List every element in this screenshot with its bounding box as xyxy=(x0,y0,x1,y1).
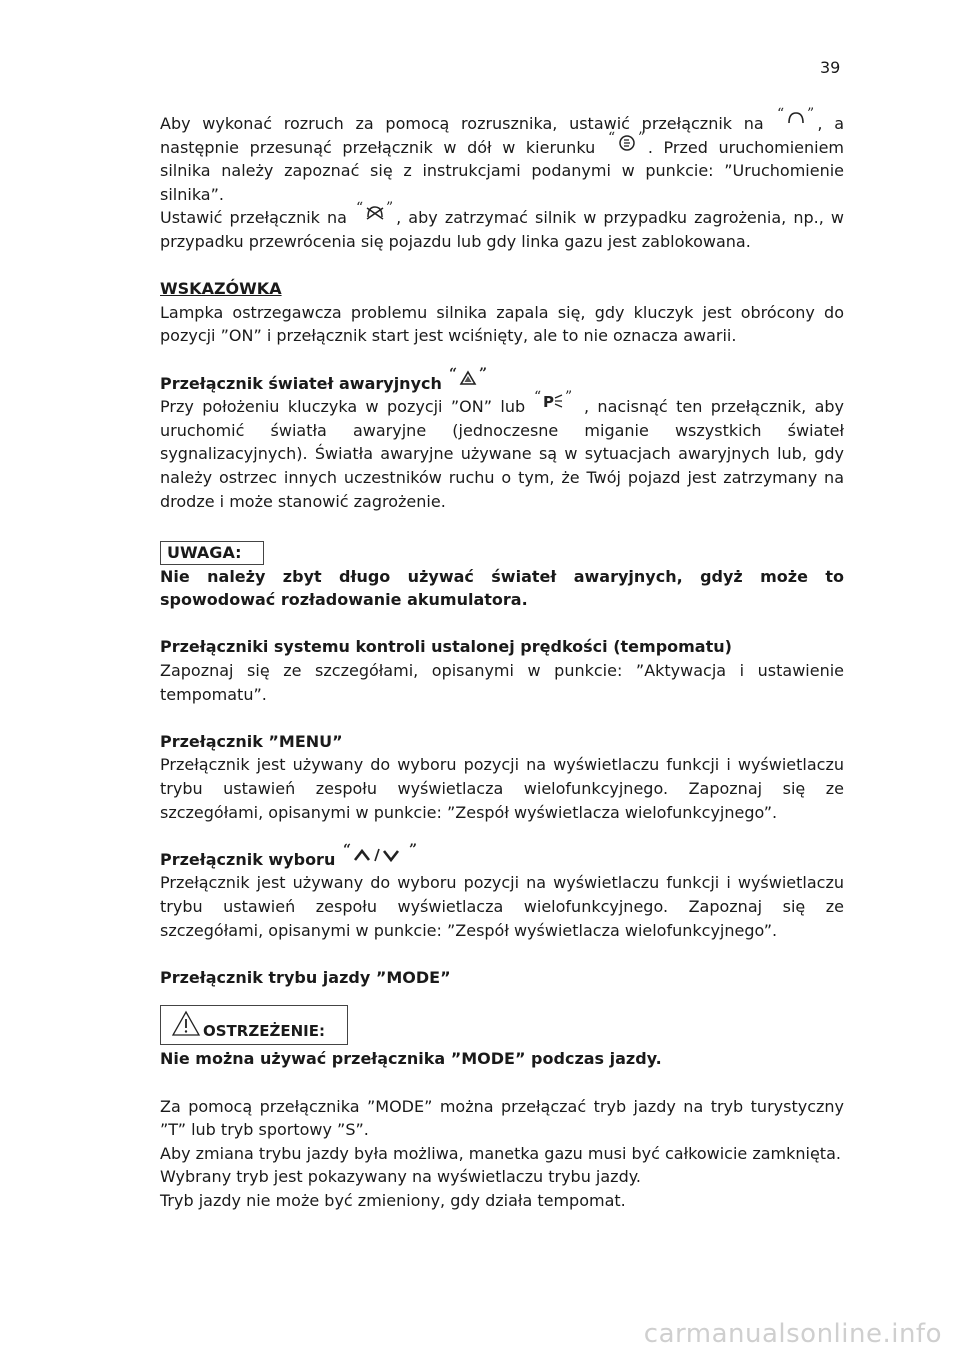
svg-text:”: ” xyxy=(386,201,393,216)
warning-text: Nie można używać przełącznika ”MODE” pod… xyxy=(160,1049,662,1069)
tip-text: Lampka ostrzegawcza problemu silnika zap… xyxy=(160,302,844,346)
mode-heading: Przełącznik trybu jazdy ”MODE” xyxy=(160,967,451,987)
select-text: Przełącznik jest używany do wyboru pozyc… xyxy=(160,873,844,940)
mode-paragraph-4: Tryb jazdy nie może być zmieniony, gdy d… xyxy=(160,1190,626,1210)
up-down-chevron-icon: “” xyxy=(341,843,425,865)
start-switch-icon: “” xyxy=(606,131,648,153)
engine-run-switch-icon: “” xyxy=(775,107,817,129)
engine-stop-switch-icon: “” xyxy=(354,201,396,223)
cruise-heading: Przełączniki systemu kontroli ustalonej … xyxy=(160,637,732,657)
mode-paragraph-3: Wybrany tryb jest pokazywany na wyświetl… xyxy=(160,1167,641,1187)
tip-heading: WSKAZÓWKA xyxy=(160,279,282,299)
svg-text:“: “ xyxy=(356,201,363,216)
hazard-text: Przy położeniu kluczyka w pozycji ”ON” l… xyxy=(160,390,845,511)
svg-text:P: P xyxy=(543,393,554,411)
menu-text: Przełącznik jest używany do wyboru pozyc… xyxy=(160,755,844,822)
mode-paragraph-2: Aby zmiana trybu jazdy była możliwa, man… xyxy=(160,1143,841,1163)
page-content: Aby wykonać rozruch za pomocą rozrusznik… xyxy=(160,107,845,1213)
page-number: 39 xyxy=(820,58,841,77)
mode-paragraph-1: Za pomocą przełącznika ”MODE” można prze… xyxy=(160,1096,844,1140)
stop-paragraph: Ustawić przełącznik na “”, aby zatrzymać… xyxy=(160,201,844,251)
menu-heading: Przełącznik ”MENU” xyxy=(160,731,343,751)
warning-label-box: OSTRZEŻENIE: xyxy=(160,1005,348,1046)
start-paragraph: Aby wykonać rozruch za pomocą rozrusznik… xyxy=(160,107,844,204)
hazard-heading: Przełącznik świateł awaryjnych “” xyxy=(160,366,488,393)
svg-text:”: ” xyxy=(638,131,645,146)
svg-text:”: ” xyxy=(565,390,572,405)
svg-text:”: ” xyxy=(479,367,487,382)
svg-text:“: “ xyxy=(608,131,615,146)
caution-label-box: UWAGA: xyxy=(160,540,264,565)
hazard-triangle-icon: “” xyxy=(447,367,489,389)
parking-position-icon: “P ” xyxy=(534,390,576,412)
svg-text:“: “ xyxy=(449,367,457,382)
warning-triangle-icon xyxy=(171,1010,201,1045)
cruise-text: Zapoznaj się ze szczegółami, opisanymi w… xyxy=(160,661,844,704)
svg-text:“: “ xyxy=(777,107,784,122)
svg-text:”: ” xyxy=(409,843,417,858)
svg-text:“: “ xyxy=(343,843,351,858)
watermark: carmanualsonline.info xyxy=(643,1319,942,1349)
svg-text:”: ” xyxy=(807,107,814,122)
caution-text: Nie należy zbyt długo używać świateł awa… xyxy=(160,566,844,610)
svg-text:“: “ xyxy=(534,390,541,405)
select-heading: Przełącznik wyboru “” xyxy=(160,843,844,872)
